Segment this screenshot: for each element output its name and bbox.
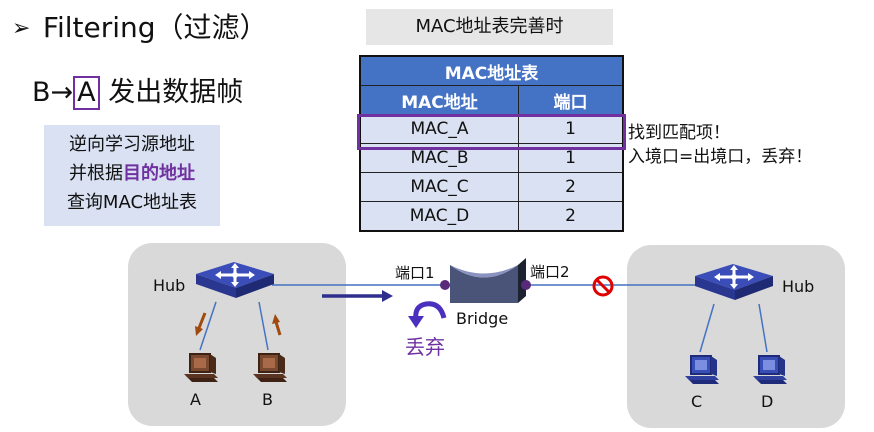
port-2-dot	[521, 280, 531, 290]
table-caption: MAC地址表完善时	[366, 9, 613, 45]
mac-cell: MAC_D	[359, 201, 519, 232]
port-2-label: 端口2	[530, 263, 570, 281]
host-a-label: A	[190, 390, 201, 409]
note-line-2: 并根据目的地址	[44, 159, 220, 188]
right-hub-icon	[693, 262, 775, 302]
slide-heading: ➢ Filtering（过滤）	[12, 8, 268, 49]
link-hub-c	[699, 303, 715, 353]
host-d-label: D	[761, 392, 774, 411]
heading-text: Filtering（过滤）	[42, 11, 268, 44]
port-cell: 2	[518, 201, 624, 232]
table-row: MAC_A 1	[359, 114, 624, 144]
link-hub-a	[199, 301, 217, 351]
frame-arrow-down-icon	[195, 312, 207, 336]
discard-arrow-icon	[408, 301, 447, 328]
blocked-icon	[592, 275, 614, 297]
right-hub-label: Hub	[782, 277, 815, 296]
host-a-icon	[183, 353, 219, 383]
note-highlight: 目的地址	[123, 163, 195, 184]
column-header-port: 端口	[518, 85, 624, 115]
host-c-label: C	[691, 392, 703, 411]
learning-note: 逆向学习源地址 并根据目的地址 查询MAC地址表	[44, 125, 220, 226]
bullet-arrow-icon: ➢	[12, 16, 31, 41]
frame-arrow-up-icon	[272, 314, 282, 336]
host-c-icon	[684, 355, 720, 385]
host-b-icon	[252, 353, 288, 383]
bridge-icon	[450, 258, 526, 303]
match-note: 找到匹配项！ 入境口=出境口，丢弃！	[628, 121, 812, 169]
port-cell: 2	[518, 172, 624, 202]
direction-arrow: →	[50, 77, 74, 108]
port-1-dot	[440, 280, 450, 290]
subhead-text: 发出数据帧	[99, 77, 244, 108]
matched-row-highlight	[357, 114, 626, 150]
port-cell: 1	[518, 114, 624, 144]
source-host: B	[32, 77, 51, 108]
port-1-label: 端口1	[395, 264, 435, 282]
bridge-label: Bridge	[456, 309, 509, 328]
mac-cell: MAC_A	[359, 114, 519, 144]
host-d-icon	[752, 355, 788, 385]
left-hub-label: Hub	[153, 276, 186, 295]
table-row: MAC_C 2	[359, 172, 624, 202]
destination-host-boxed: A	[73, 76, 100, 110]
flow-arrow-icon	[322, 290, 393, 302]
note-line-3: 查询MAC地址表	[66, 192, 198, 213]
table-row: MAC_D 2	[359, 201, 624, 232]
link-hub-d	[758, 303, 768, 353]
discard-label: 丢弃	[405, 335, 445, 359]
left-hub-icon	[194, 260, 276, 300]
link-hub-b	[258, 301, 269, 351]
frame-direction: B→A 发出数据帧	[32, 74, 243, 112]
column-header-mac: MAC地址	[359, 85, 519, 115]
match-note-line-2: 入境口=出境口，丢弃！	[628, 147, 813, 167]
match-note-line-1: 找到匹配项！	[628, 123, 730, 143]
note-line-2-prefix: 并根据	[69, 163, 123, 184]
mac-cell: MAC_C	[359, 172, 519, 202]
host-b-label: B	[262, 390, 273, 409]
note-line-1: 逆向学习源地址	[69, 134, 195, 155]
